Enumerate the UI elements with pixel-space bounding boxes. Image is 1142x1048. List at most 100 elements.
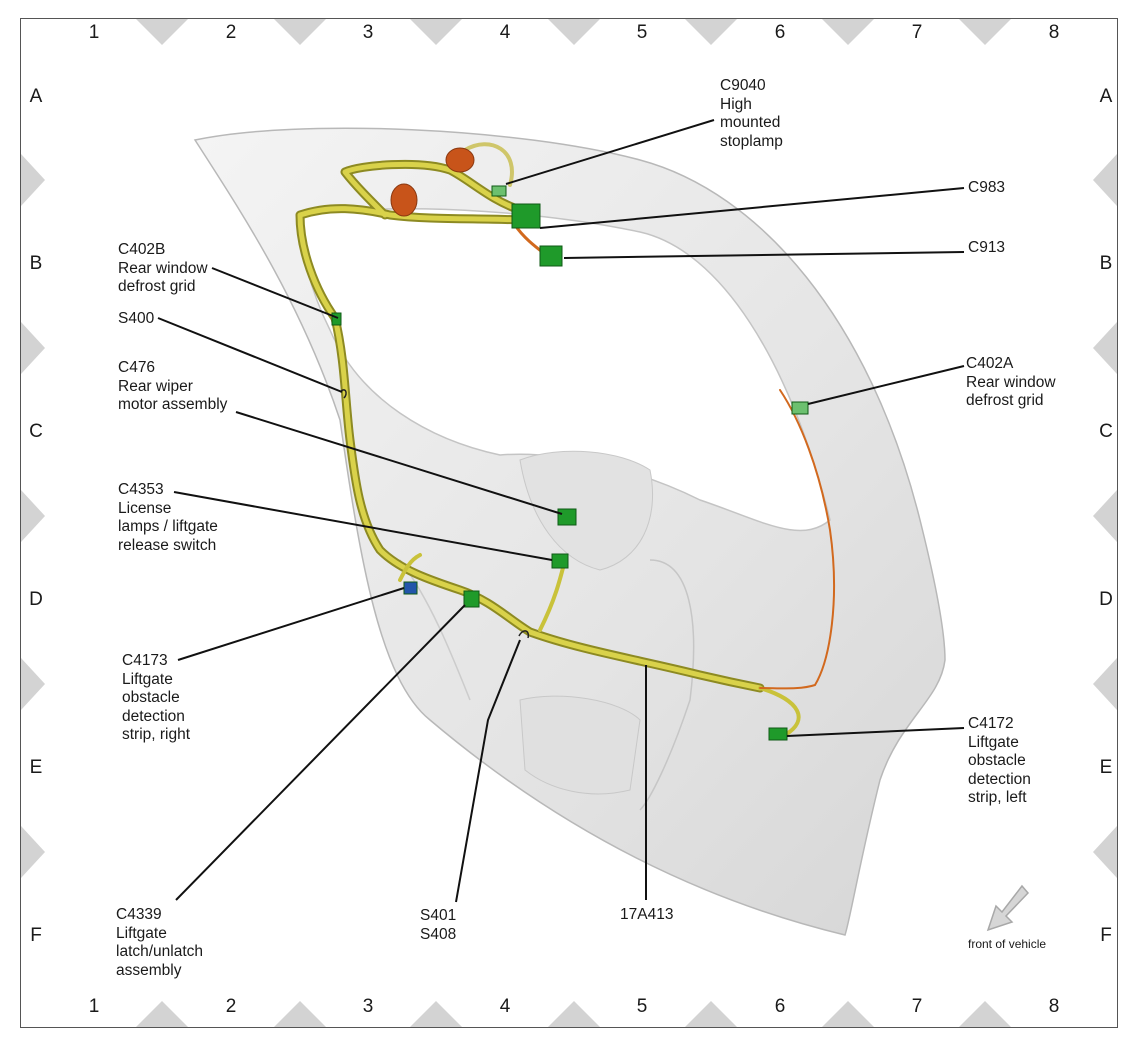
edge-marker-bottom-2 (274, 1001, 326, 1027)
leader-c476 (235, 411, 563, 515)
grid-row-left-A: A (29, 86, 43, 107)
grid-column-top-2: 2 (225, 22, 237, 43)
callout-c476-line1: C476 (118, 359, 156, 376)
grid-column-bottom-8: 8 (1048, 996, 1060, 1017)
grid-row-right-C: C (1099, 421, 1113, 442)
edge-marker-right-4 (1093, 658, 1117, 710)
grid-column-bottom-4: 4 (499, 996, 511, 1017)
connector-c4353 (551, 553, 569, 569)
edge-marker-left-2 (21, 322, 45, 374)
callout-c9040-line2: High (720, 95, 752, 113)
callout-c402a-line2: Rear window (966, 373, 1056, 391)
leader-c913 (563, 251, 965, 259)
callout-c402b-line2: Rear window (118, 259, 208, 277)
edge-marker-right-3 (1093, 490, 1117, 542)
callout-c4339-line1: C4339 (116, 906, 162, 923)
callout-c4172-line4: detection (968, 770, 1031, 788)
callout-c9040-line1: C9040 (720, 77, 766, 94)
edge-marker-left-4 (21, 658, 45, 710)
wiring-harness-17a413 (295, 142, 835, 737)
grommet-lower (390, 183, 418, 217)
callout-c402b-line1: C402B (118, 241, 166, 258)
callout-c4172-line2: Liftgate (968, 733, 1019, 751)
front-of-vehicle-arrow (986, 884, 1030, 932)
grid-column-bottom-2: 2 (225, 996, 237, 1017)
callout-c9040-line3: mounted (720, 114, 781, 131)
grid-column-bottom-5: 5 (636, 996, 648, 1017)
grid-column-top-6: 6 (774, 22, 786, 43)
callout-c4353-line1: C4353 (118, 481, 164, 498)
edge-marker-bottom-4 (548, 1001, 600, 1027)
grid-column-top-1: 1 (88, 22, 100, 43)
connector-c9040 (491, 185, 507, 197)
edge-marker-top-4 (548, 19, 600, 45)
grid-row-left-E: E (29, 757, 43, 778)
leader-c4353 (173, 491, 553, 561)
grid-row-left-F: F (30, 925, 42, 946)
connector-c476 (557, 508, 577, 526)
edge-marker-top-7 (959, 19, 1011, 45)
callout-c4173-line2: Liftgate (122, 670, 173, 688)
connector-c4339 (463, 590, 480, 608)
grid-column-top-8: 8 (1048, 22, 1060, 43)
callout-c4353-line4: release switch (118, 536, 217, 554)
callout-s401-line2: S408 (420, 925, 457, 943)
callout-c4353-line3: lamps / liftgate (118, 518, 218, 535)
grid-column-top-4: 4 (499, 22, 511, 43)
leader-c983 (539, 187, 965, 229)
callout-c4339-line4: assembly (116, 961, 182, 979)
callout-c4172-line1: C4172 (968, 715, 1014, 732)
callout-17a413-line1: 17A413 (620, 906, 674, 923)
callout-c402b: C402B Rear window defrost grid (118, 241, 208, 297)
edge-marker-top-5 (685, 19, 737, 45)
grid-column-top-3: 3 (362, 22, 374, 43)
callout-c4172-line5: strip, left (968, 789, 1027, 806)
callout-c402a-line1: C402A (966, 355, 1014, 372)
callout-c4353-line2: License (118, 499, 172, 517)
callout-c402b-line3: defrost grid (118, 278, 196, 295)
leader-lines (157, 119, 965, 903)
grid-row-right-E: E (1099, 757, 1113, 778)
grid-row-right-B: B (1099, 253, 1113, 274)
callout-c4339-line2: Liftgate (116, 924, 167, 942)
edge-marker-right-2 (1093, 322, 1117, 374)
callout-c476-line3: motor assembly (118, 396, 228, 413)
callout-c4353: C4353 License lamps / liftgate release s… (118, 481, 218, 555)
grid-edge-markers (21, 19, 1117, 1027)
edge-marker-bottom-1 (136, 1001, 188, 1027)
connector-c983 (511, 203, 541, 229)
leader-s401 (455, 639, 521, 903)
grid-column-bottom-7: 7 (911, 996, 923, 1017)
leader-c4339 (175, 604, 466, 901)
callout-c4339-line3: latch/unlatch (116, 943, 204, 960)
grommets (390, 147, 475, 217)
edge-marker-top-6 (822, 19, 874, 45)
connector-c4172 (768, 727, 788, 741)
grid-column-top-5: 5 (636, 22, 648, 43)
edge-marker-left-5 (21, 826, 45, 878)
callout-c913-line1: C913 (968, 239, 1006, 256)
callout-c402a: C402A Rear window defrost grid (966, 355, 1056, 411)
liftgate-panel (193, 127, 946, 936)
grid-row-right-A: A (1099, 86, 1113, 107)
edge-marker-top-2 (274, 19, 326, 45)
callout-s400: S400 (118, 310, 154, 329)
callout-c4173: C4173 Liftgate obstacle detection strip,… (122, 652, 190, 745)
leader-c402b (211, 267, 339, 319)
callout-17a413: 17A413 (620, 906, 673, 925)
callout-c983: C983 (968, 179, 1005, 198)
callout-s401-line1: S401 (420, 907, 457, 924)
callout-c476-line2: Rear wiper (118, 377, 193, 395)
grid-row-left-C: C (29, 421, 43, 442)
leader-c4173 (177, 587, 405, 661)
callout-c983-line1: C983 (968, 179, 1006, 196)
front-of-vehicle-label: front of vehicle (968, 937, 1047, 951)
connector-c913 (539, 245, 563, 267)
grid-row-left-B: B (29, 253, 43, 274)
callout-c4173-line3: obstacle (122, 689, 180, 706)
callout-c4173-line4: detection (122, 707, 185, 725)
edge-marker-right-5 (1093, 826, 1117, 878)
leader-s400 (157, 317, 343, 393)
callout-c4172-line3: obstacle (968, 752, 1026, 769)
